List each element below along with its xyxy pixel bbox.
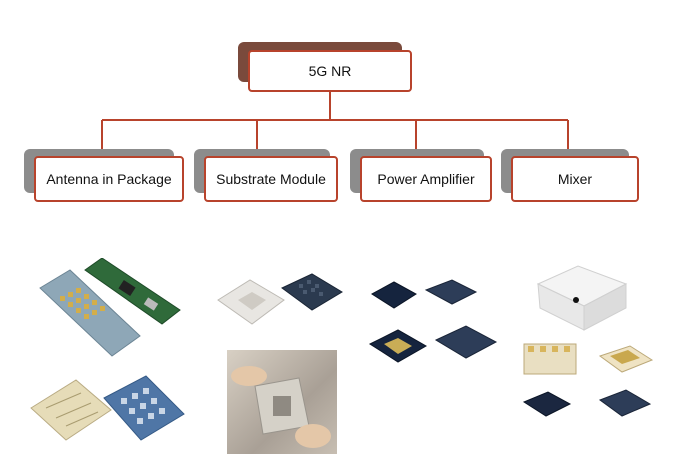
substrate-held-photo bbox=[227, 350, 337, 454]
mixer-photo bbox=[522, 265, 654, 417]
child-label-mixer: Mixer bbox=[511, 156, 639, 202]
antenna-module-photo bbox=[39, 258, 181, 357]
substrate-module-photo bbox=[217, 273, 343, 325]
child-label-power-amplifier: Power Amplifier bbox=[360, 156, 492, 202]
child-label-substrate-module: Substrate Module bbox=[204, 156, 338, 202]
power-amplifier-photo bbox=[368, 279, 498, 363]
antenna-pcb-photo bbox=[30, 375, 185, 441]
child-label-antenna-in-package: Antenna in Package bbox=[34, 156, 184, 202]
root-label: 5G NR bbox=[248, 50, 412, 92]
